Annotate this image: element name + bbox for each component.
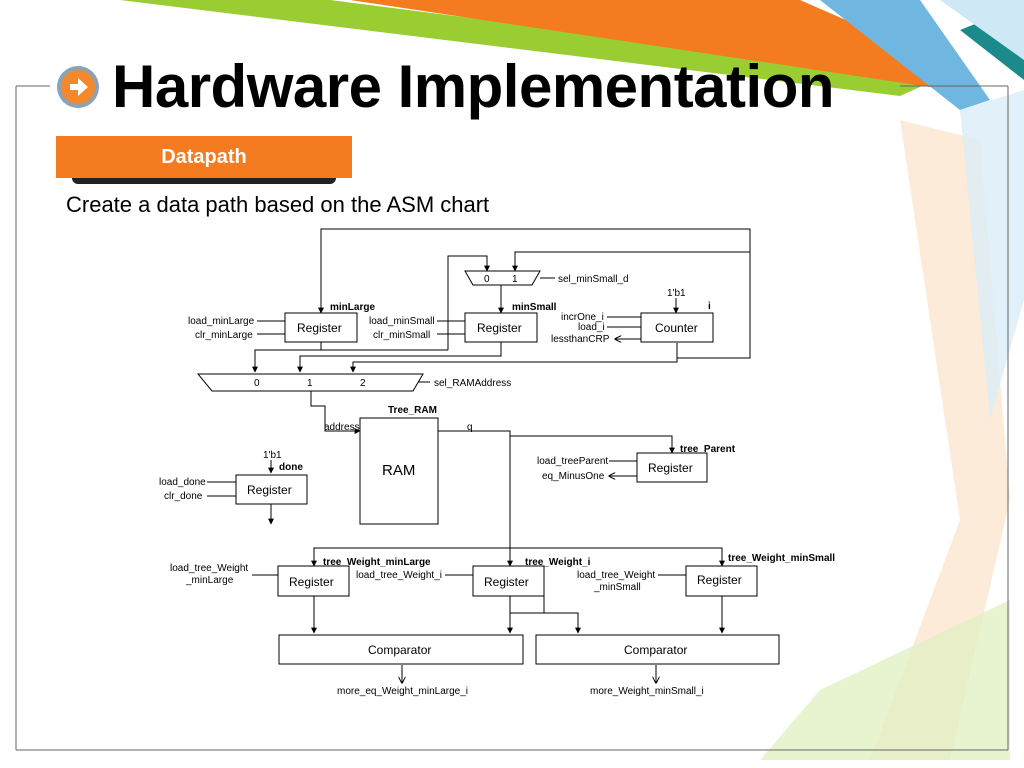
comparator-right xyxy=(535,634,780,665)
reg-tw-min-small-load1: load_tree_Weight xyxy=(577,570,655,581)
reg-min-large-name: minLarge xyxy=(330,302,375,313)
ram-q-label: q xyxy=(467,422,473,433)
reg-done-load: load_done xyxy=(159,477,206,488)
decor-stripe-palegreen xyxy=(760,600,1010,760)
decor-stripe-peach xyxy=(870,120,1010,760)
reg-tw-i-name: tree_Weight_i xyxy=(525,557,591,568)
wire-q-to-tw-minlarge xyxy=(311,547,510,567)
wire-mux0-feed xyxy=(447,255,490,350)
decor-stripe-teal xyxy=(960,20,1024,80)
wire-mux-to-address xyxy=(310,391,361,434)
mux-min-small-in1: 1 xyxy=(512,274,518,285)
mux-ram-address-in2: 2 xyxy=(360,378,366,389)
mux-ram-address xyxy=(196,373,424,392)
comparator-right-out: more_Weight_minSmall_i xyxy=(590,686,704,697)
reg-tw-min-small-load2: _minSmall xyxy=(593,582,641,593)
reg-tw-min-small xyxy=(685,565,758,597)
comparator-left-label: Comparator xyxy=(368,643,431,657)
reg-tw-i xyxy=(472,565,545,597)
reg-done-clr: clr_done xyxy=(164,491,203,502)
mux-ram-address-in0: 0 xyxy=(254,378,260,389)
counter-i-flag: lessthanCRP xyxy=(551,334,610,345)
section-tab-shadow xyxy=(72,176,336,184)
wire-top-loop xyxy=(318,228,751,314)
counter-i xyxy=(640,312,714,343)
reg-tree-parent-load: load_treeParent xyxy=(537,456,608,467)
section-tab: Datapath xyxy=(56,136,352,178)
reg-done-const: 1'b1 xyxy=(263,450,282,461)
reg-tree-parent-name: tree_Parent xyxy=(680,444,736,455)
wire-i-to-mux xyxy=(350,343,678,373)
reg-min-small-name: minSmall xyxy=(512,302,557,313)
page-title: Hardware Implementation xyxy=(112,53,835,120)
reg-tw-min-large xyxy=(277,565,350,597)
mux-min-small xyxy=(464,270,541,286)
decor-stripe-lightblue xyxy=(940,0,1024,60)
decor-stripe-blue xyxy=(820,0,990,110)
arrow-right-circle-icon xyxy=(57,66,99,108)
reg-min-large-label: Register xyxy=(297,321,342,335)
reg-tw-min-small-name: tree_Weight_minSmall xyxy=(728,553,835,564)
wire-minsmall-to-mux xyxy=(297,342,502,373)
reg-done-name: done xyxy=(279,462,303,473)
reg-tree-parent-label: Register xyxy=(648,461,693,475)
reg-done xyxy=(235,474,308,505)
decor-stripe-orange xyxy=(350,0,960,90)
wire-q-to-tw-minsmall xyxy=(510,547,725,567)
reg-tw-min-large-label: Register xyxy=(289,575,334,589)
reg-tw-min-large-load1: load_tree_Weight xyxy=(170,563,248,574)
reg-min-small-clr: clr_minSmall xyxy=(373,330,430,341)
reg-done-label: Register xyxy=(247,483,292,497)
counter-i-load: load_i xyxy=(578,322,605,333)
mux-min-small-in0: 0 xyxy=(484,274,490,285)
reg-min-small-load: load_minSmall xyxy=(369,316,435,327)
reg-tw-min-large-name: tree_Weight_minLarge xyxy=(323,557,431,568)
reg-min-small-label: Register xyxy=(477,321,522,335)
reg-tw-min-large-load2: _minLarge xyxy=(185,575,234,586)
wire-q-to-parent xyxy=(510,435,675,454)
reg-min-large xyxy=(284,312,358,343)
slide-subtitle: Create a data path based on the ASM char… xyxy=(66,192,490,217)
ram-name: Tree_RAM xyxy=(388,405,437,416)
counter-i-label: Counter xyxy=(655,321,698,335)
reg-tree-parent-flag: eq_MinusOne xyxy=(542,471,605,482)
comparator-right-label: Comparator xyxy=(624,643,687,657)
mux-ram-address-in1: 1 xyxy=(307,378,313,389)
decor-stripe-green xyxy=(120,0,940,96)
reg-tree-parent xyxy=(636,452,708,483)
reg-tw-i-label: Register xyxy=(484,575,529,589)
reg-tw-min-small-label: Register xyxy=(697,573,742,587)
ram-address-label: address xyxy=(324,422,360,433)
wire-top-loop-right xyxy=(512,251,750,272)
reg-min-large-load: load_minLarge xyxy=(188,316,255,327)
counter-i-const: 1'b1 xyxy=(667,288,686,299)
ram-label: RAM xyxy=(382,462,415,479)
reg-min-large-clr: clr_minLarge xyxy=(195,330,253,341)
counter-i-incr: incrOne_i xyxy=(561,312,604,323)
mux-min-small-sel: sel_minSmall_d xyxy=(558,274,629,285)
reg-min-small xyxy=(464,312,538,343)
comparator-left-out: more_eq_Weight_minLarge_i xyxy=(337,686,468,697)
reg-tw-i-load: load_tree_Weight_i xyxy=(356,570,442,581)
counter-i-name: i xyxy=(708,301,711,312)
ram-block xyxy=(359,417,439,525)
wire-minlarge-to-mux xyxy=(252,342,322,373)
comparator-left xyxy=(278,634,524,665)
mux-ram-address-sel: sel_RAMAddress xyxy=(434,378,511,389)
